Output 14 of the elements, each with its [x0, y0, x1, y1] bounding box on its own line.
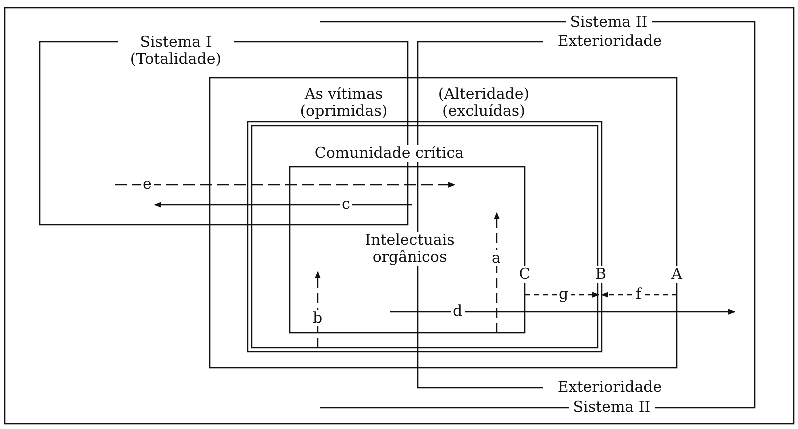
box-subtitle: (Alteridade) (excluídas) [437, 86, 531, 120]
box-title: As vítimas (oprimidas) [299, 86, 389, 120]
arrow [154, 202, 412, 208]
arrow [115, 182, 456, 188]
arrow [601, 292, 677, 298]
arrow [494, 212, 500, 333]
edge-label: a [490, 250, 503, 266]
edge-label: f [634, 286, 644, 302]
edge-label: b [311, 310, 325, 326]
edge-label: d [451, 303, 465, 319]
arrow [390, 309, 736, 315]
arrow [315, 271, 321, 348]
arrow [525, 292, 600, 298]
region-label: Sistema I (Totalidade) [118, 34, 234, 68]
